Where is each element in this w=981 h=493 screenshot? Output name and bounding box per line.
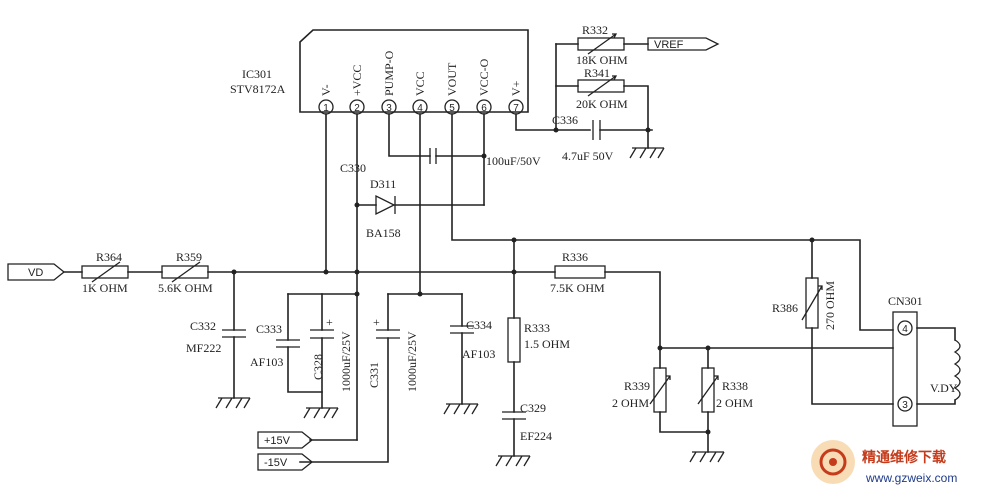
sense-resistors: R339 2 OHM R338 2 OHM bbox=[612, 345, 894, 463]
r338-value: 2 OHM bbox=[716, 396, 753, 410]
ic-pins: 1 2 3 4 5 6 7 V- +VCC PUMP-O VCC VOUT VC… bbox=[318, 50, 524, 115]
r341-ref: R341 bbox=[584, 66, 610, 80]
c333-ref: C333 bbox=[256, 322, 282, 336]
pin-2-number: 2 bbox=[354, 103, 360, 114]
r336-value: 7.5K OHM bbox=[550, 281, 605, 295]
pin-4-number: 4 bbox=[417, 103, 423, 114]
r333-ref: R333 bbox=[524, 321, 550, 335]
r364-value: 1K OHM bbox=[82, 281, 128, 295]
zobel-network: R333 1.5 OHM C329 EF224 bbox=[495, 239, 570, 467]
pin-3-name: PUMP-O bbox=[382, 50, 396, 96]
r336-ref: R336 bbox=[562, 250, 588, 264]
pin-6-number: 6 bbox=[481, 103, 487, 114]
ic-part: STV8172A bbox=[230, 82, 286, 96]
r341-value: 20K OHM bbox=[576, 97, 628, 111]
c332-value: MF222 bbox=[186, 341, 221, 355]
minus15-label: -15V bbox=[264, 457, 288, 469]
vd-input: VD R364 1K OHM R359 5.6K OHM bbox=[7, 250, 556, 295]
cn301: 4 3 CN301 V.DY bbox=[888, 294, 961, 427]
r359-value: 5.6K OHM bbox=[158, 281, 213, 295]
pin-2-name: +VCC bbox=[350, 65, 364, 96]
r386-value: 270 OHM bbox=[823, 281, 837, 330]
r332-ref: R332 bbox=[582, 23, 608, 37]
watermark-url: www.gzweix.com bbox=[865, 471, 957, 485]
c334-ref: C334 bbox=[466, 318, 492, 332]
plus-vcc-net: C333 AF103 + C328 1000uF/25V +15V bbox=[250, 113, 360, 449]
minus-vcc-net: + C331 1000uF/25V -15V C334 AF103 bbox=[257, 113, 495, 471]
c332: C332 MF222 bbox=[186, 271, 251, 409]
c331-ref: C331 bbox=[367, 362, 381, 388]
c336-value: 4.7uF 50V bbox=[562, 149, 614, 163]
feedback-network: VREF R332 18K OHM R341 20K OHM C336 4.7u… bbox=[515, 23, 720, 163]
c330-ref: C330 bbox=[340, 161, 366, 175]
vref-label: VREF bbox=[654, 39, 684, 51]
ic-ref: IC301 bbox=[242, 67, 272, 81]
r339-value: 2 OHM bbox=[612, 396, 649, 410]
c332-ref: C332 bbox=[190, 319, 216, 333]
pump-circuit: C330 100uF/50V D311 BA158 bbox=[340, 113, 541, 240]
cn301-pin-a: 4 bbox=[902, 324, 908, 335]
watermark-cn-text: 精通维修下载 bbox=[862, 449, 946, 466]
yoke-label: V.DY bbox=[930, 381, 958, 395]
d311-ref: D311 bbox=[370, 177, 396, 191]
r338-ref: R338 bbox=[722, 379, 748, 393]
watermark: 精通维修下载 www.gzweix.com bbox=[811, 440, 957, 485]
r364-ref: R364 bbox=[96, 250, 122, 264]
c328-plus: + bbox=[326, 315, 333, 329]
c328-ref: C328 bbox=[311, 354, 325, 380]
c333-value: AF103 bbox=[250, 355, 283, 369]
pin-1-name: V- bbox=[319, 84, 333, 96]
c328-value: 1000uF/25V bbox=[339, 331, 353, 392]
c329-ref: C329 bbox=[520, 401, 546, 415]
c329-value: EF224 bbox=[520, 429, 552, 443]
pin-5-name: VOUT bbox=[445, 62, 459, 96]
pin-7-name: V+ bbox=[509, 80, 523, 96]
pin-5-number: 5 bbox=[449, 103, 455, 114]
c331-value: 1000uF/25V bbox=[405, 331, 419, 392]
vd-label: VD bbox=[28, 267, 43, 279]
plus15-label: +15V bbox=[264, 435, 291, 447]
pin-6-name: VCC-O bbox=[477, 58, 491, 96]
c330-value: 100uF/50V bbox=[486, 154, 541, 168]
r336: R336 7.5K OHM bbox=[550, 250, 661, 349]
cn301-pin-b: 3 bbox=[902, 400, 908, 411]
r332-value: 18K OHM bbox=[576, 53, 628, 67]
c334-value: AF103 bbox=[462, 347, 495, 361]
ic301: IC301 STV8172A 1 2 3 4 5 6 7 V- +VCC PUM… bbox=[230, 29, 529, 115]
r386-ref: R386 bbox=[772, 301, 798, 315]
cn301-ref: CN301 bbox=[888, 294, 923, 308]
r359-ref: R359 bbox=[176, 250, 202, 264]
r339-ref: R339 bbox=[624, 379, 650, 393]
r386: R386 270 OHM bbox=[772, 239, 894, 405]
c331-plus: + bbox=[373, 315, 380, 329]
d311-value: BA158 bbox=[366, 226, 401, 240]
pin-7-number: 7 bbox=[513, 103, 519, 114]
pin-4-name: VCC bbox=[413, 71, 427, 96]
c336-ref: C336 bbox=[552, 113, 578, 127]
r333-value: 1.5 OHM bbox=[524, 337, 570, 351]
pin-3-number: 3 bbox=[386, 103, 392, 114]
pin-1-number: 1 bbox=[323, 103, 329, 114]
